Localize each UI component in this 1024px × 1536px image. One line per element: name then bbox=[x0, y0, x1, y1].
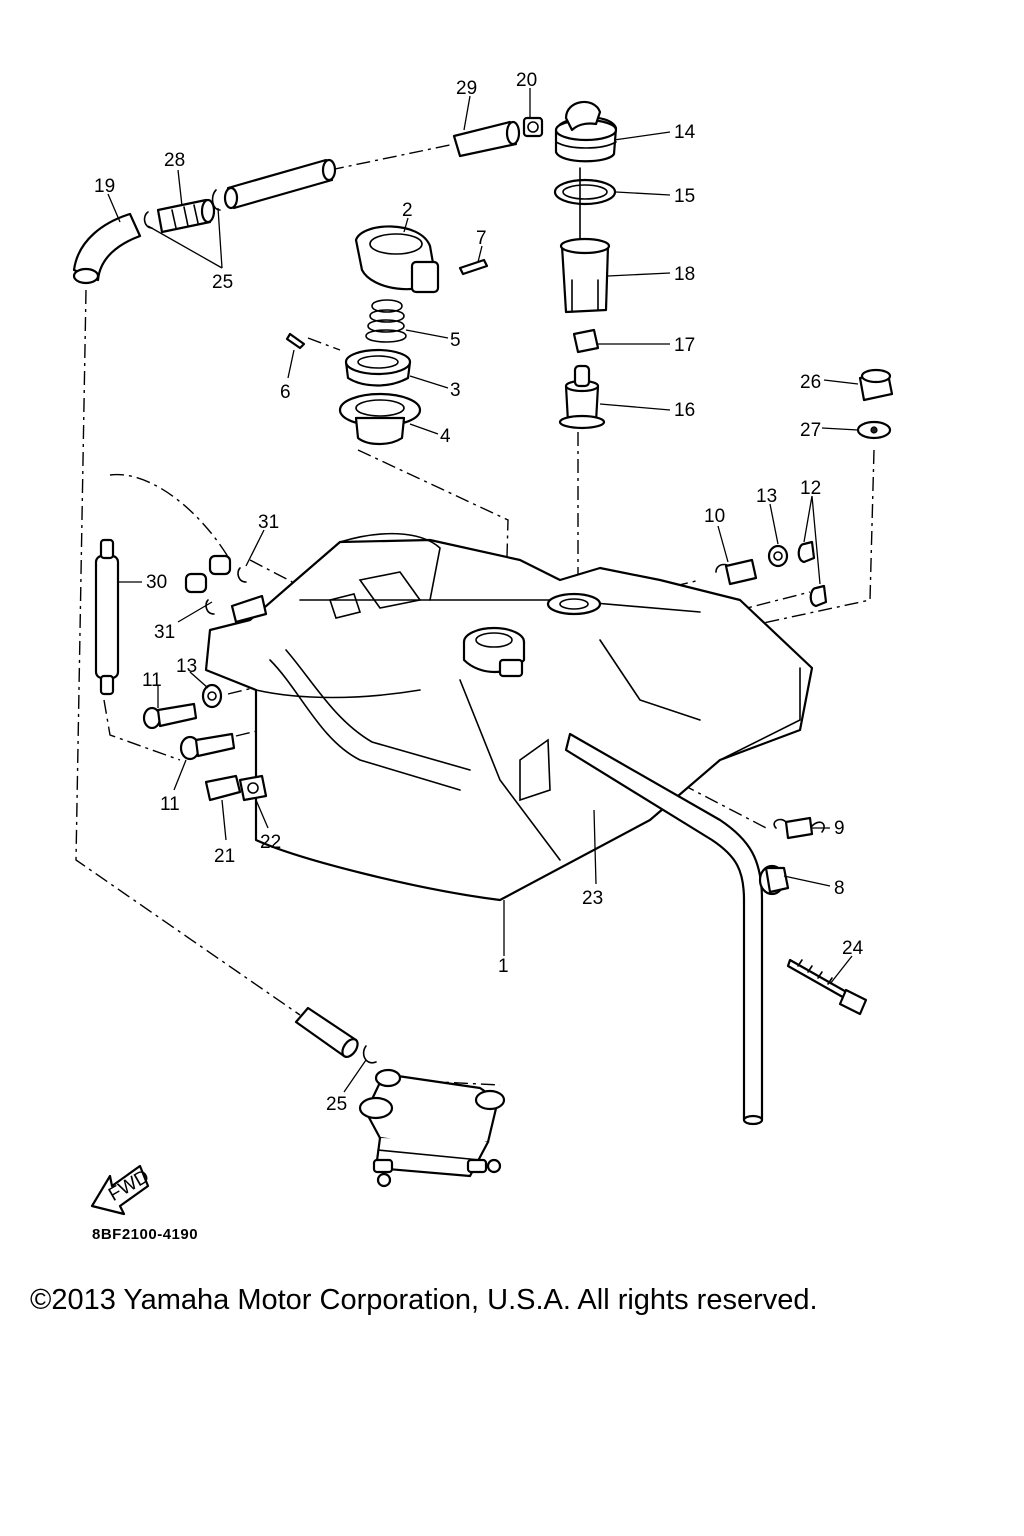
clip-25-lower bbox=[362, 1045, 377, 1064]
filter-30 bbox=[94, 538, 120, 696]
callout-29: 29 bbox=[456, 78, 477, 99]
clips-31 bbox=[184, 554, 247, 615]
callout-25-lower: 25 bbox=[326, 1094, 347, 1115]
callout-13-upper: 13 bbox=[756, 486, 777, 507]
callout-1: 1 bbox=[498, 956, 509, 977]
washer-27 bbox=[856, 420, 892, 440]
callout-labels: 1 2 3 4 5 6 7 8 9 10 11 11 12 13 13 14 1… bbox=[94, 70, 864, 1115]
fuel-tank-exploded-diagram: FWD bbox=[72, 70, 894, 1216]
vent-tube-23 bbox=[564, 732, 764, 1126]
sender-cap-14 bbox=[554, 101, 618, 163]
bolt-11-lower bbox=[179, 732, 236, 761]
fwd-arrow-icon: FWD bbox=[90, 1164, 153, 1216]
clamp-20 bbox=[522, 116, 544, 138]
joint-28 bbox=[143, 189, 221, 234]
clip-17 bbox=[572, 328, 600, 354]
clips-12 bbox=[797, 540, 828, 608]
pin-6 bbox=[285, 332, 306, 350]
clip-10 bbox=[715, 558, 758, 586]
callout-10: 10 bbox=[704, 506, 725, 527]
nut-13-upper bbox=[767, 544, 789, 568]
callout-12: 12 bbox=[800, 478, 821, 499]
copyright-notice: ©2013 Yamaha Motor Corporation, U.S.A. A… bbox=[30, 1284, 818, 1316]
callout-11-upper: 11 bbox=[142, 670, 162, 691]
callout-3: 3 bbox=[450, 380, 461, 401]
callout-8: 8 bbox=[834, 878, 845, 899]
fuel-tank-1 bbox=[204, 532, 814, 902]
clamp-22 bbox=[238, 774, 268, 802]
cap-8 bbox=[758, 864, 790, 896]
callout-9: 9 bbox=[834, 818, 845, 839]
callout-14: 14 bbox=[674, 122, 696, 143]
callout-19: 19 bbox=[94, 176, 115, 197]
cap-26 bbox=[858, 368, 894, 402]
callout-17: 17 bbox=[674, 335, 695, 356]
callout-4: 4 bbox=[440, 426, 451, 447]
callout-13-lower: 13 bbox=[176, 656, 197, 677]
leader-lines bbox=[107, 88, 859, 1093]
clip-9 bbox=[773, 816, 825, 840]
band-24 bbox=[786, 958, 868, 1016]
callout-23: 23 bbox=[582, 888, 603, 909]
grommet-16 bbox=[558, 364, 606, 430]
washer-13-lower bbox=[201, 683, 223, 709]
gasket-4 bbox=[338, 392, 422, 446]
callout-2: 2 bbox=[402, 200, 413, 221]
pin-7 bbox=[458, 258, 489, 276]
callout-5: 5 bbox=[450, 330, 461, 351]
hose-lower bbox=[294, 1006, 359, 1058]
callout-25-upper: 25 bbox=[212, 272, 233, 293]
drawing-code: 8BF2100-4190 bbox=[92, 1226, 199, 1243]
strainer-18 bbox=[559, 237, 611, 314]
callout-18: 18 bbox=[674, 264, 695, 285]
callout-30: 30 bbox=[146, 572, 167, 593]
bolt-11-upper bbox=[142, 702, 198, 730]
callout-28: 28 bbox=[164, 150, 185, 171]
fuel-hose-long bbox=[223, 158, 337, 210]
callout-7: 7 bbox=[476, 228, 487, 249]
hose-elbow-19 bbox=[72, 212, 142, 285]
neck-ring-3 bbox=[344, 348, 412, 387]
callout-27: 27 bbox=[800, 420, 821, 441]
fuel-pump bbox=[358, 1068, 506, 1188]
ring-15 bbox=[553, 167, 617, 241]
callout-21: 21 bbox=[214, 846, 235, 867]
callout-20: 20 bbox=[516, 70, 537, 91]
callout-31-lower: 31 bbox=[154, 622, 175, 643]
callout-15: 15 bbox=[674, 186, 695, 207]
callout-24: 24 bbox=[842, 938, 864, 959]
cap-21 bbox=[204, 774, 242, 802]
filler-cap-2 bbox=[354, 225, 440, 294]
hose-29 bbox=[452, 120, 521, 158]
callout-6: 6 bbox=[280, 382, 291, 403]
callout-22: 22 bbox=[260, 832, 281, 853]
callout-31-upper: 31 bbox=[258, 512, 279, 533]
callout-26: 26 bbox=[800, 372, 821, 393]
callout-16: 16 bbox=[674, 400, 695, 421]
spring-5 bbox=[365, 299, 407, 343]
callout-11-lower: 11 bbox=[160, 794, 180, 815]
